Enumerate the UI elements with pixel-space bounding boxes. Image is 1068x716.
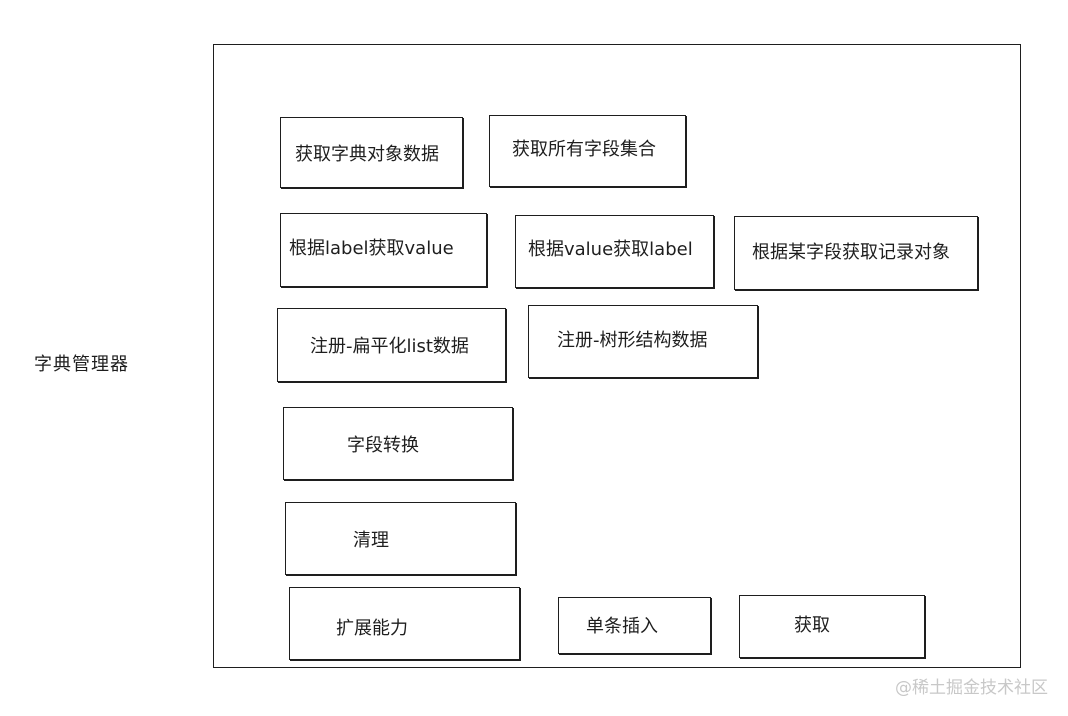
node-get-dict-object: 获取字典对象数据 bbox=[280, 117, 463, 188]
node-label: 根据value获取label bbox=[528, 238, 693, 260]
node-extension: 扩展能力 bbox=[289, 587, 520, 660]
node-get: 获取 bbox=[739, 595, 925, 658]
node-register-tree: 注册-树形结构数据 bbox=[528, 305, 758, 378]
node-register-flat-list: 注册-扁平化list数据 bbox=[277, 308, 506, 382]
node-label: 根据label获取value bbox=[289, 238, 454, 259]
dictionary-manager-frame bbox=[213, 44, 1021, 668]
node-label: 根据某字段获取记录对象 bbox=[752, 242, 950, 263]
node-label: 注册-扁平化list数据 bbox=[310, 336, 469, 357]
node-label: 单条插入 bbox=[586, 615, 658, 637]
node-single-insert: 单条插入 bbox=[558, 597, 711, 654]
node-label: 字段转换 bbox=[347, 434, 419, 456]
node-label: 扩展能力 bbox=[336, 617, 408, 639]
diagram-title: 字典管理器 bbox=[34, 354, 129, 375]
node-value-to-label: 根据value获取label bbox=[515, 215, 714, 288]
node-label: 获取字典对象数据 bbox=[295, 143, 439, 165]
node-field-to-record: 根据某字段获取记录对象 bbox=[734, 216, 978, 290]
node-field-convert: 字段转换 bbox=[283, 407, 513, 480]
node-label: 注册-树形结构数据 bbox=[557, 329, 708, 351]
node-get-all-fields: 获取所有字段集合 bbox=[489, 115, 686, 187]
node-label: 获取所有字段集合 bbox=[512, 139, 656, 160]
node-label: 获取 bbox=[794, 614, 830, 636]
node-cleanup: 清理 bbox=[285, 502, 516, 575]
node-label: 清理 bbox=[353, 529, 389, 551]
watermark: @稀土掘金技术社区 bbox=[895, 678, 1048, 698]
node-label-to-value: 根据label获取value bbox=[280, 213, 487, 287]
